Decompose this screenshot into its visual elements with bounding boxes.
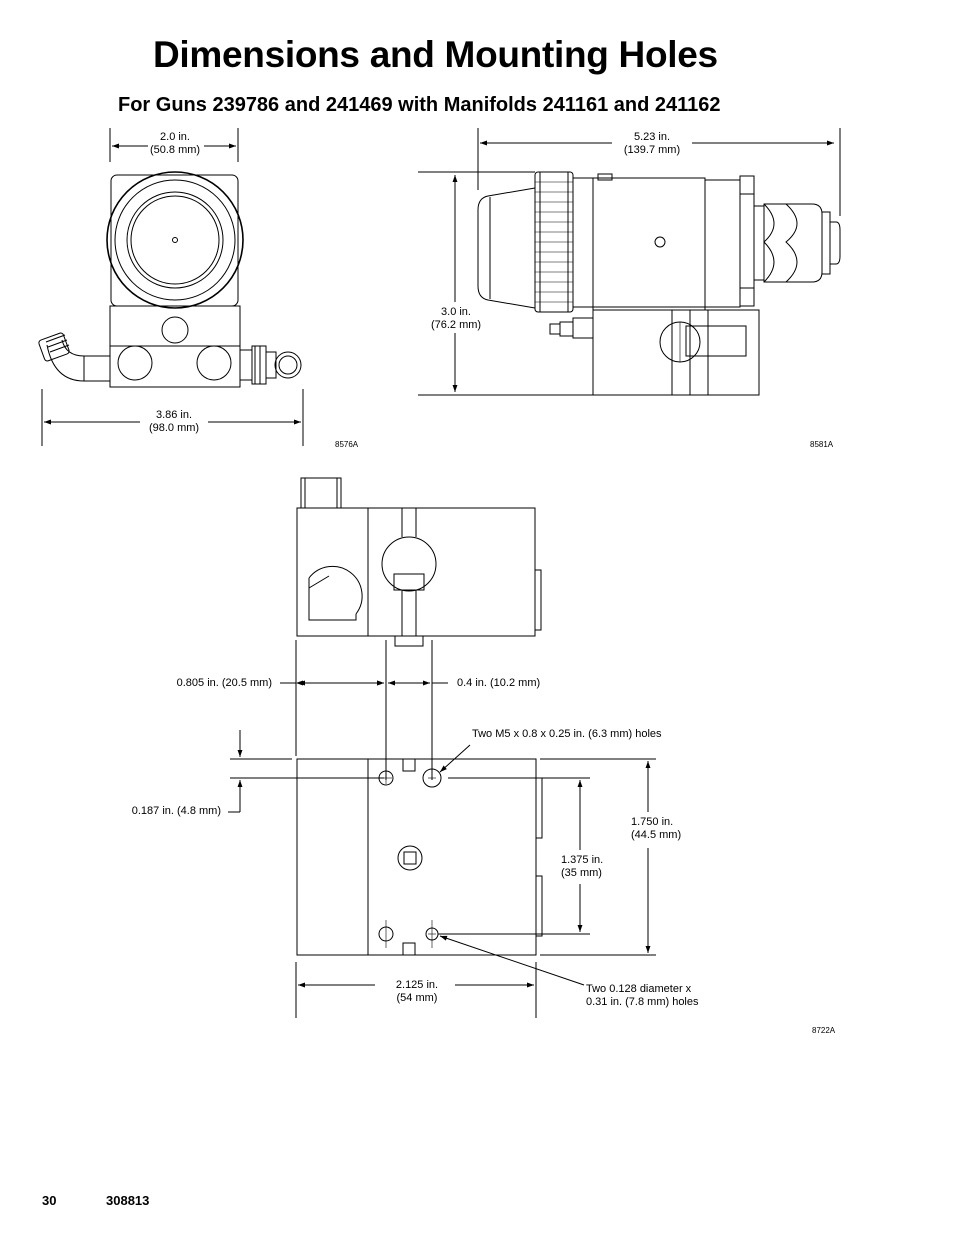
dim-0187: 0.187 in. (4.8 mm) xyxy=(131,805,221,817)
dim-text: (44.5 mm) xyxy=(631,829,682,841)
dim-04: 0.4 in. (10.2 mm) xyxy=(457,677,541,689)
dim-text: 1.750 in. xyxy=(631,816,674,828)
dim-0805: 0.805 in. (20.5 mm) xyxy=(176,677,272,689)
dim-text: 3.86 in. xyxy=(155,409,193,421)
dim-2125: 2.125 in. (54 mm) xyxy=(380,979,454,1005)
callout-text: Two 0.128 diameter x xyxy=(586,983,692,995)
gun-side-view xyxy=(418,128,841,396)
gun-front-view xyxy=(38,128,304,446)
dim-text: 5.23 in. xyxy=(633,131,671,143)
dim-height: 3.0 in. (76.2 mm) xyxy=(420,306,492,332)
dim-text: (98.0 mm) xyxy=(148,422,200,434)
dim-text: (54 mm) xyxy=(396,992,438,1004)
dim-1750: 1.750 in. (44.5 mm) xyxy=(631,816,681,842)
page-number: 30 xyxy=(42,1193,57,1208)
dim-text: (76.2 mm) xyxy=(430,319,482,331)
m5-holes-callout: Two M5 x 0.8 x 0.25 in. (6.3 mm) holes xyxy=(472,728,662,740)
dim-text: (35 mm) xyxy=(561,867,602,879)
page-subtitle: For Guns 239786 and 241469 with Manifold… xyxy=(118,94,721,116)
dim-text: 2.125 in. xyxy=(395,979,439,991)
manifold-mounting-view xyxy=(228,477,656,1018)
dim-width-bottom: 3.86 in. (98.0 mm) xyxy=(138,409,210,435)
figure-id-8722a: 8722A xyxy=(812,1026,836,1035)
dim-width-top: 2.0 in. (50.8 mm) xyxy=(140,131,210,157)
figure-id-8581a: 8581A xyxy=(810,440,834,449)
figure-id-8576a: 8576A xyxy=(335,440,359,449)
dim-text: 2.0 in. xyxy=(160,131,190,143)
dim-length: 5.23 in. (139.7 mm) xyxy=(614,131,690,157)
dim-text: (139.7 mm) xyxy=(623,144,681,156)
pin-holes-callout: Two 0.128 diameter x 0.31 in. (7.8 mm) h… xyxy=(586,983,699,1009)
dim-text: 3.0 in. xyxy=(441,306,471,318)
page-title: Dimensions and Mounting Holes xyxy=(153,34,718,75)
doc-number: 308813 xyxy=(106,1193,150,1208)
callout-text: 0.31 in. (7.8 mm) holes xyxy=(586,996,699,1008)
dim-1375: 1.375 in. (35 mm) xyxy=(561,854,603,880)
dim-text: 1.375 in. xyxy=(561,854,604,866)
dim-text: (50.8 mm) xyxy=(149,144,201,156)
